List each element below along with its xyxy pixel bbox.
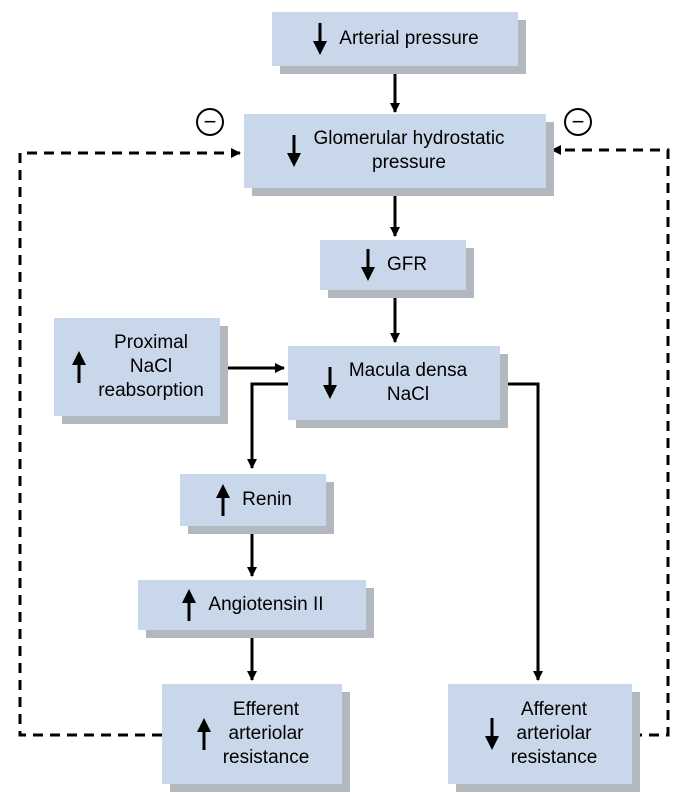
node-label: Angiotensin II	[208, 594, 324, 615]
up-arrow-icon	[180, 588, 208, 622]
arrow-macula-to-renin	[247, 382, 288, 469]
feedback-right-dashed	[551, 145, 670, 737]
node-label: Efferent arteriolar resistance	[222, 699, 310, 768]
feedback-left-minus: −	[196, 108, 224, 136]
node-label: Afferent arteriolar resistance	[510, 699, 598, 768]
node-renin: Renin	[180, 474, 326, 526]
node-label: Renin	[242, 489, 292, 510]
node-efferent-arteriolar-resistance: Efferent arteriolar resistance	[162, 684, 342, 784]
node-afferent-arteriolar-resistance: Afferent arteriolar resistance	[448, 684, 632, 784]
feedback-right-minus: −	[564, 108, 592, 136]
node-label: Arterial pressure	[339, 28, 479, 49]
node-arterial-pressure: Arterial pressure	[272, 12, 518, 66]
node-proximal-nacl-reabsorption: Proximal NaCl reabsorption	[54, 318, 220, 416]
down-arrow-icon	[311, 22, 339, 56]
down-arrow-icon	[483, 717, 511, 751]
up-arrow-icon	[214, 483, 242, 517]
up-arrow-icon	[70, 350, 98, 384]
node-label: Glomerular hydrostatic pressure	[313, 128, 505, 173]
node-label: Proximal NaCl reabsorption	[98, 332, 204, 401]
arrow-macula-to-afferent	[500, 382, 543, 681]
feedback-left-dashed	[18, 148, 241, 737]
node-glomerular-pressure: Glomerular hydrostatic pressure	[244, 114, 546, 188]
node-label: GFR	[386, 254, 428, 275]
node-gfr: GFR	[320, 240, 466, 290]
down-arrow-icon	[321, 366, 349, 400]
up-arrow-icon	[195, 717, 223, 751]
node-label: Macula densa NaCl	[348, 360, 468, 405]
down-arrow-icon	[359, 248, 387, 282]
down-arrow-icon	[285, 134, 313, 168]
node-macula-densa-nacl: Macula densa NaCl	[288, 346, 500, 420]
node-angiotensin-ii: Angiotensin II	[138, 580, 366, 630]
